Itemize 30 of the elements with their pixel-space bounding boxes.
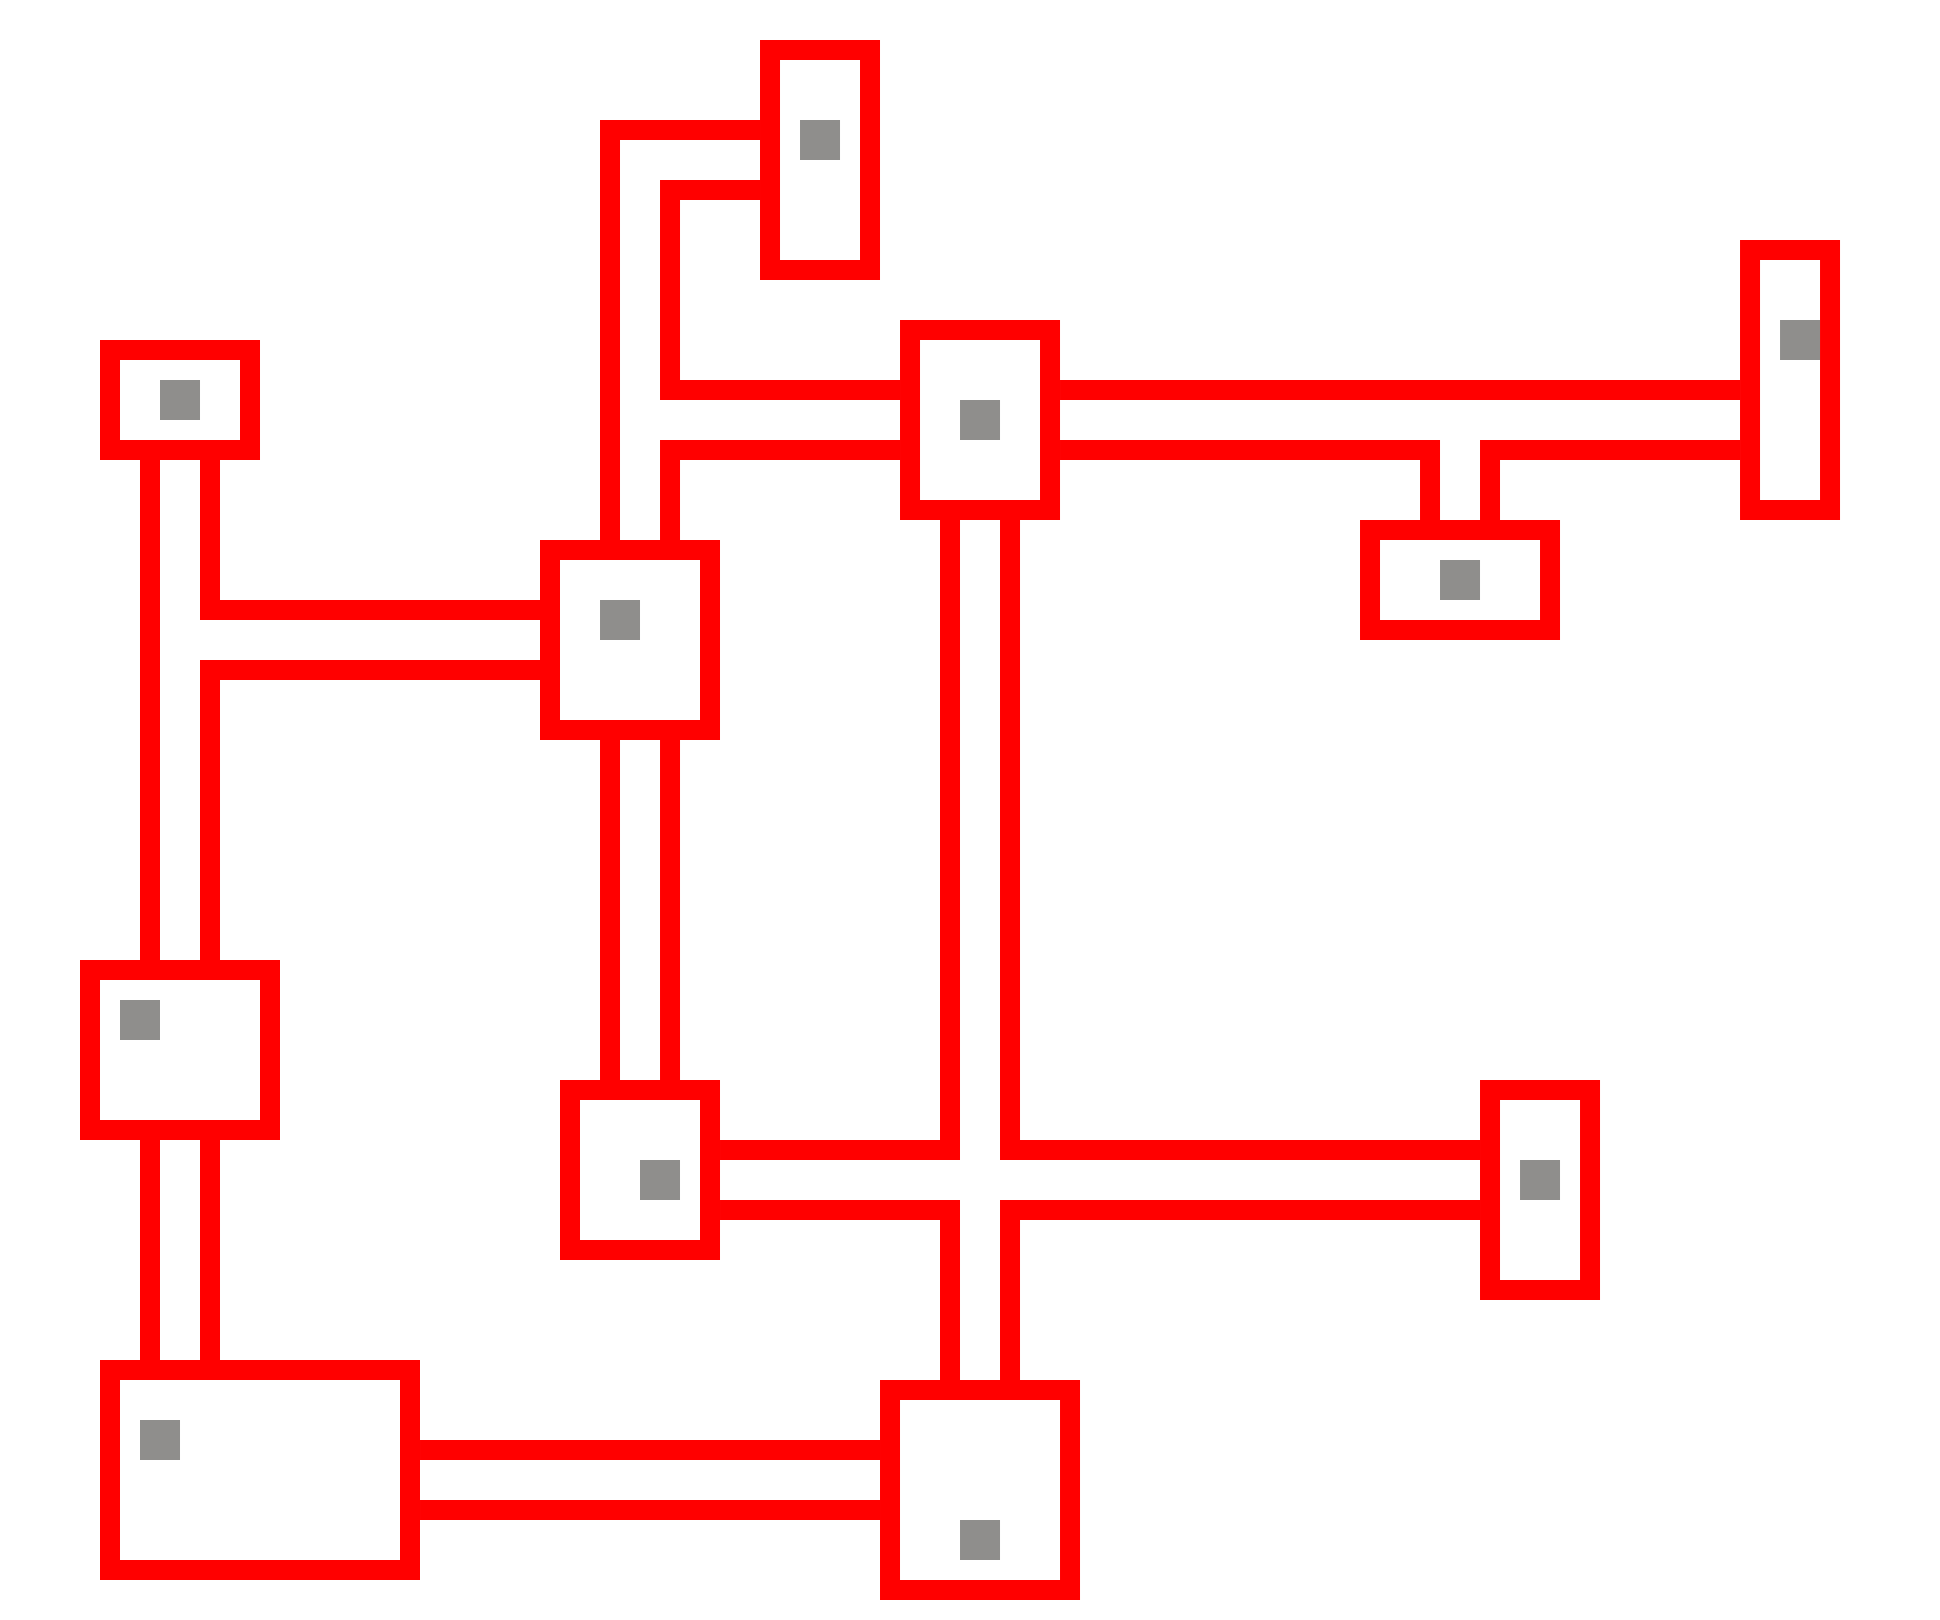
wall-line (1000, 520, 1480, 1160)
wall-line (200, 460, 540, 620)
room-box (1360, 520, 1560, 640)
room-box (1480, 1080, 1601, 1300)
wall-line (420, 1440, 880, 1460)
room-box (560, 1080, 720, 1260)
room-box (80, 960, 280, 1140)
wall-line (720, 1200, 960, 1380)
wall-line (420, 1500, 880, 1520)
wall-line (1480, 440, 1740, 520)
wall-line (1060, 380, 1740, 400)
wall-line (660, 180, 900, 400)
wall-line (200, 660, 540, 960)
wall-line (720, 520, 960, 1160)
wall-line (140, 460, 160, 960)
room-box (900, 320, 1060, 520)
wall-line (200, 1140, 220, 1360)
room-box (760, 40, 880, 280)
wall-line (660, 740, 680, 1080)
wall-line (1000, 1200, 1480, 1380)
room-box (1740, 240, 1841, 520)
wall-line (600, 740, 620, 1080)
wall-line (1060, 440, 1440, 520)
room-box (100, 1360, 420, 1580)
wall-line (600, 120, 760, 540)
room-box (100, 340, 260, 460)
wall-line (140, 1140, 160, 1360)
wall-line (660, 440, 900, 540)
room-box (880, 1380, 1080, 1600)
room-box (540, 540, 720, 740)
